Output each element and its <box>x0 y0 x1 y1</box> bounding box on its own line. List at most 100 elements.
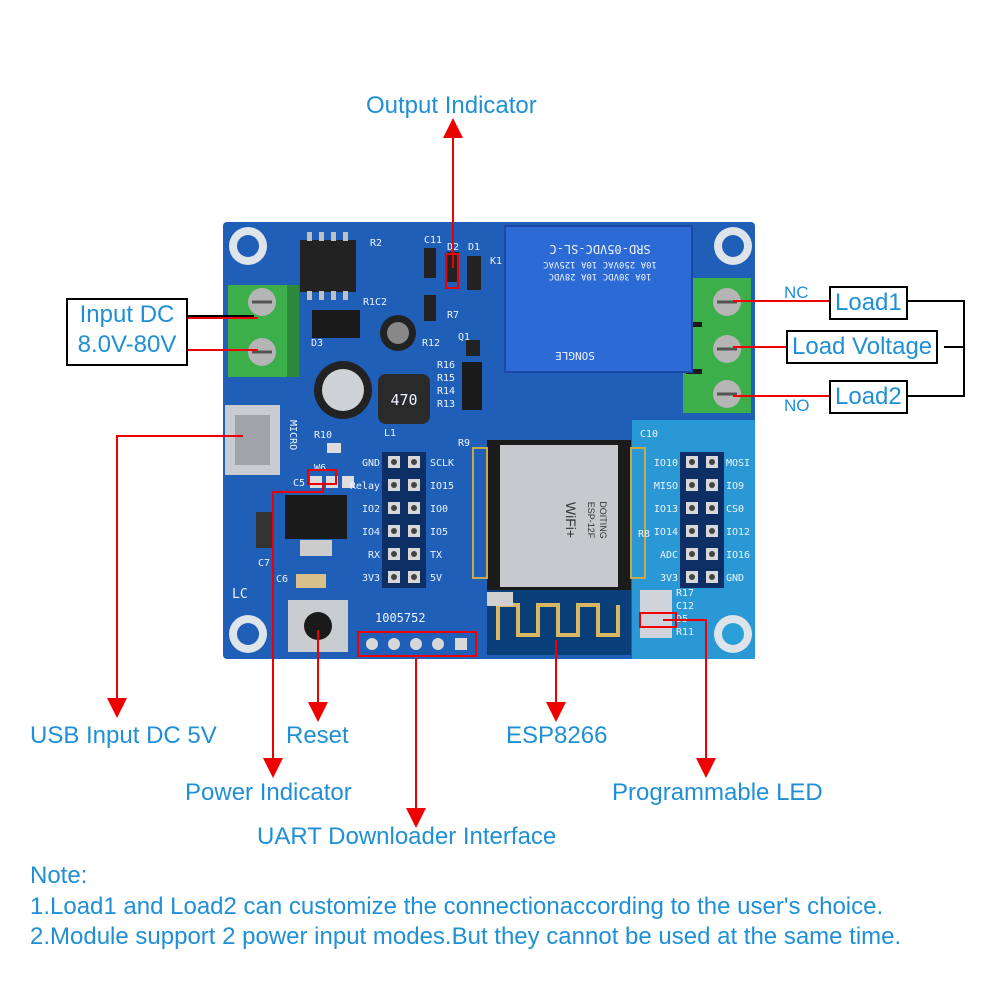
ref-c11: C11 <box>424 235 442 246</box>
right-header-pin-hole <box>689 574 695 580</box>
ref-r1c2: R1C2 <box>363 297 387 308</box>
pin-label: Relay <box>350 481 380 492</box>
big-capacitor-top <box>322 369 364 411</box>
relay-rating-text-2: 10A 30VDC 10A 28VDC <box>549 271 652 281</box>
ref-c5: C5 <box>293 478 305 489</box>
pin-label: GND <box>726 573 744 584</box>
pin-label: IO16 <box>726 550 750 561</box>
micro-usb-port: MICRO <box>225 405 298 475</box>
note-line-2: 2.Module support 2 power input modes.But… <box>30 923 902 950</box>
right-header-pin-hole <box>709 459 715 465</box>
ref-d3: D3 <box>311 338 323 349</box>
module-name-text: ESP-12F <box>586 502 596 539</box>
nc-label: NC <box>784 283 809 302</box>
relay-rating-text-1: 10A 250VAC 10A 125VAC <box>543 259 657 269</box>
left-header-pin-hole <box>411 528 417 534</box>
right-header-pin-hole <box>709 551 715 557</box>
module-brand-text: DOITING <box>598 501 608 539</box>
right-header-pin-hole <box>689 482 695 488</box>
pin-label: IO15 <box>430 481 454 492</box>
ref-k1: K1 <box>490 256 502 267</box>
load-bracket <box>908 300 965 397</box>
ref-c6: C6 <box>276 574 288 585</box>
left-header-pin-hole <box>391 551 397 557</box>
no-label: NO <box>784 396 810 415</box>
right-header-pin-hole <box>709 505 715 511</box>
ref-r17: R17 <box>676 588 694 599</box>
ref-r8: R8 <box>638 529 650 540</box>
mounting-holes <box>229 227 752 653</box>
smd-components <box>256 248 672 638</box>
esp8266-label: ESP8266 <box>506 722 608 749</box>
input-dc-line1: Input DC <box>79 301 175 328</box>
pin-label: IO2 <box>362 504 380 515</box>
ref-r12: R12 <box>422 338 440 349</box>
ref-c12: C12 <box>676 601 694 612</box>
module-wifi-text: WiFi+ <box>563 502 579 538</box>
relay-model-text: SRD-05VDC-SL-C <box>549 242 650 256</box>
pin-label: IO10 <box>654 458 678 469</box>
ic-chip <box>300 232 356 300</box>
ref-w6: W6 <box>314 463 326 474</box>
right-header-pin-hole <box>709 528 715 534</box>
arrow-programmable-led <box>663 619 716 778</box>
ref-r15: R15 <box>437 373 455 384</box>
lc-silkscreen: LC <box>232 587 248 602</box>
left-header-pin-hole <box>391 528 397 534</box>
arrow-usb-input <box>107 435 243 718</box>
uart-pins: 1005752 <box>357 611 477 657</box>
esp8266-module: WiFi+ ESP-12F DOITING <box>472 440 646 655</box>
ref-c7: C7 <box>258 558 270 569</box>
left-header-pin-hole <box>391 505 397 511</box>
pin-label: SCLK <box>430 458 454 469</box>
input-dc-line2: 8.0V-80V <box>77 331 177 358</box>
output-indicator-label: Output Indicator <box>366 92 537 119</box>
output-terminal-block <box>683 278 751 413</box>
ref-l1: L1 <box>384 428 396 439</box>
reset-label: Reset <box>286 722 349 749</box>
ref-r14: R14 <box>437 386 455 397</box>
load-voltage-box: Load Voltage <box>786 330 939 364</box>
ref-r16: R16 <box>437 360 455 371</box>
note-line-1: 1.Load1 and Load2 can customize the conn… <box>30 893 884 920</box>
ref-r13: R13 <box>437 399 455 410</box>
input-dc-box: Input DC 8.0V-80V <box>66 298 188 366</box>
right-header-pin-hole <box>689 505 695 511</box>
left-header-pin-hole <box>411 505 417 511</box>
right-header-pin-hole <box>709 482 715 488</box>
inductor-value: 470 <box>390 391 417 409</box>
pin-label: 3V3 <box>362 573 380 584</box>
pin-label: IO9 <box>726 481 744 492</box>
pin-label: IO5 <box>430 527 448 538</box>
pin-label: RX <box>368 550 380 561</box>
ref-r10: R10 <box>314 430 332 441</box>
arrow-power-indicator <box>263 482 324 778</box>
pin-label: TX <box>430 550 442 561</box>
ref-c10: C10 <box>640 429 658 440</box>
note-title: Note: <box>30 862 88 889</box>
right-header-pin-hole <box>689 459 695 465</box>
pin-label: IO12 <box>726 527 750 538</box>
inductor-l1: 470 <box>378 374 430 424</box>
pin-label: IO13 <box>654 504 678 515</box>
micro-silkscreen: MICRO <box>287 420 298 450</box>
left-header-pin-hole <box>391 482 397 488</box>
diode-d3 <box>312 310 360 338</box>
left-pin-header <box>382 452 426 588</box>
left-header-pin-hole <box>411 482 417 488</box>
ref-r9: R9 <box>458 438 470 449</box>
right-header-pin-hole <box>709 574 715 580</box>
left-header-pin-hole <box>411 551 417 557</box>
right-header-pin-hole <box>689 551 695 557</box>
ref-r2: R2 <box>370 238 382 249</box>
pin-label: MISO <box>654 481 678 492</box>
pin-label: MOSI <box>726 458 750 469</box>
pin-label: CS0 <box>726 504 744 515</box>
ref-r7: R7 <box>447 310 459 321</box>
ref-q1: Q1 <box>458 332 470 343</box>
